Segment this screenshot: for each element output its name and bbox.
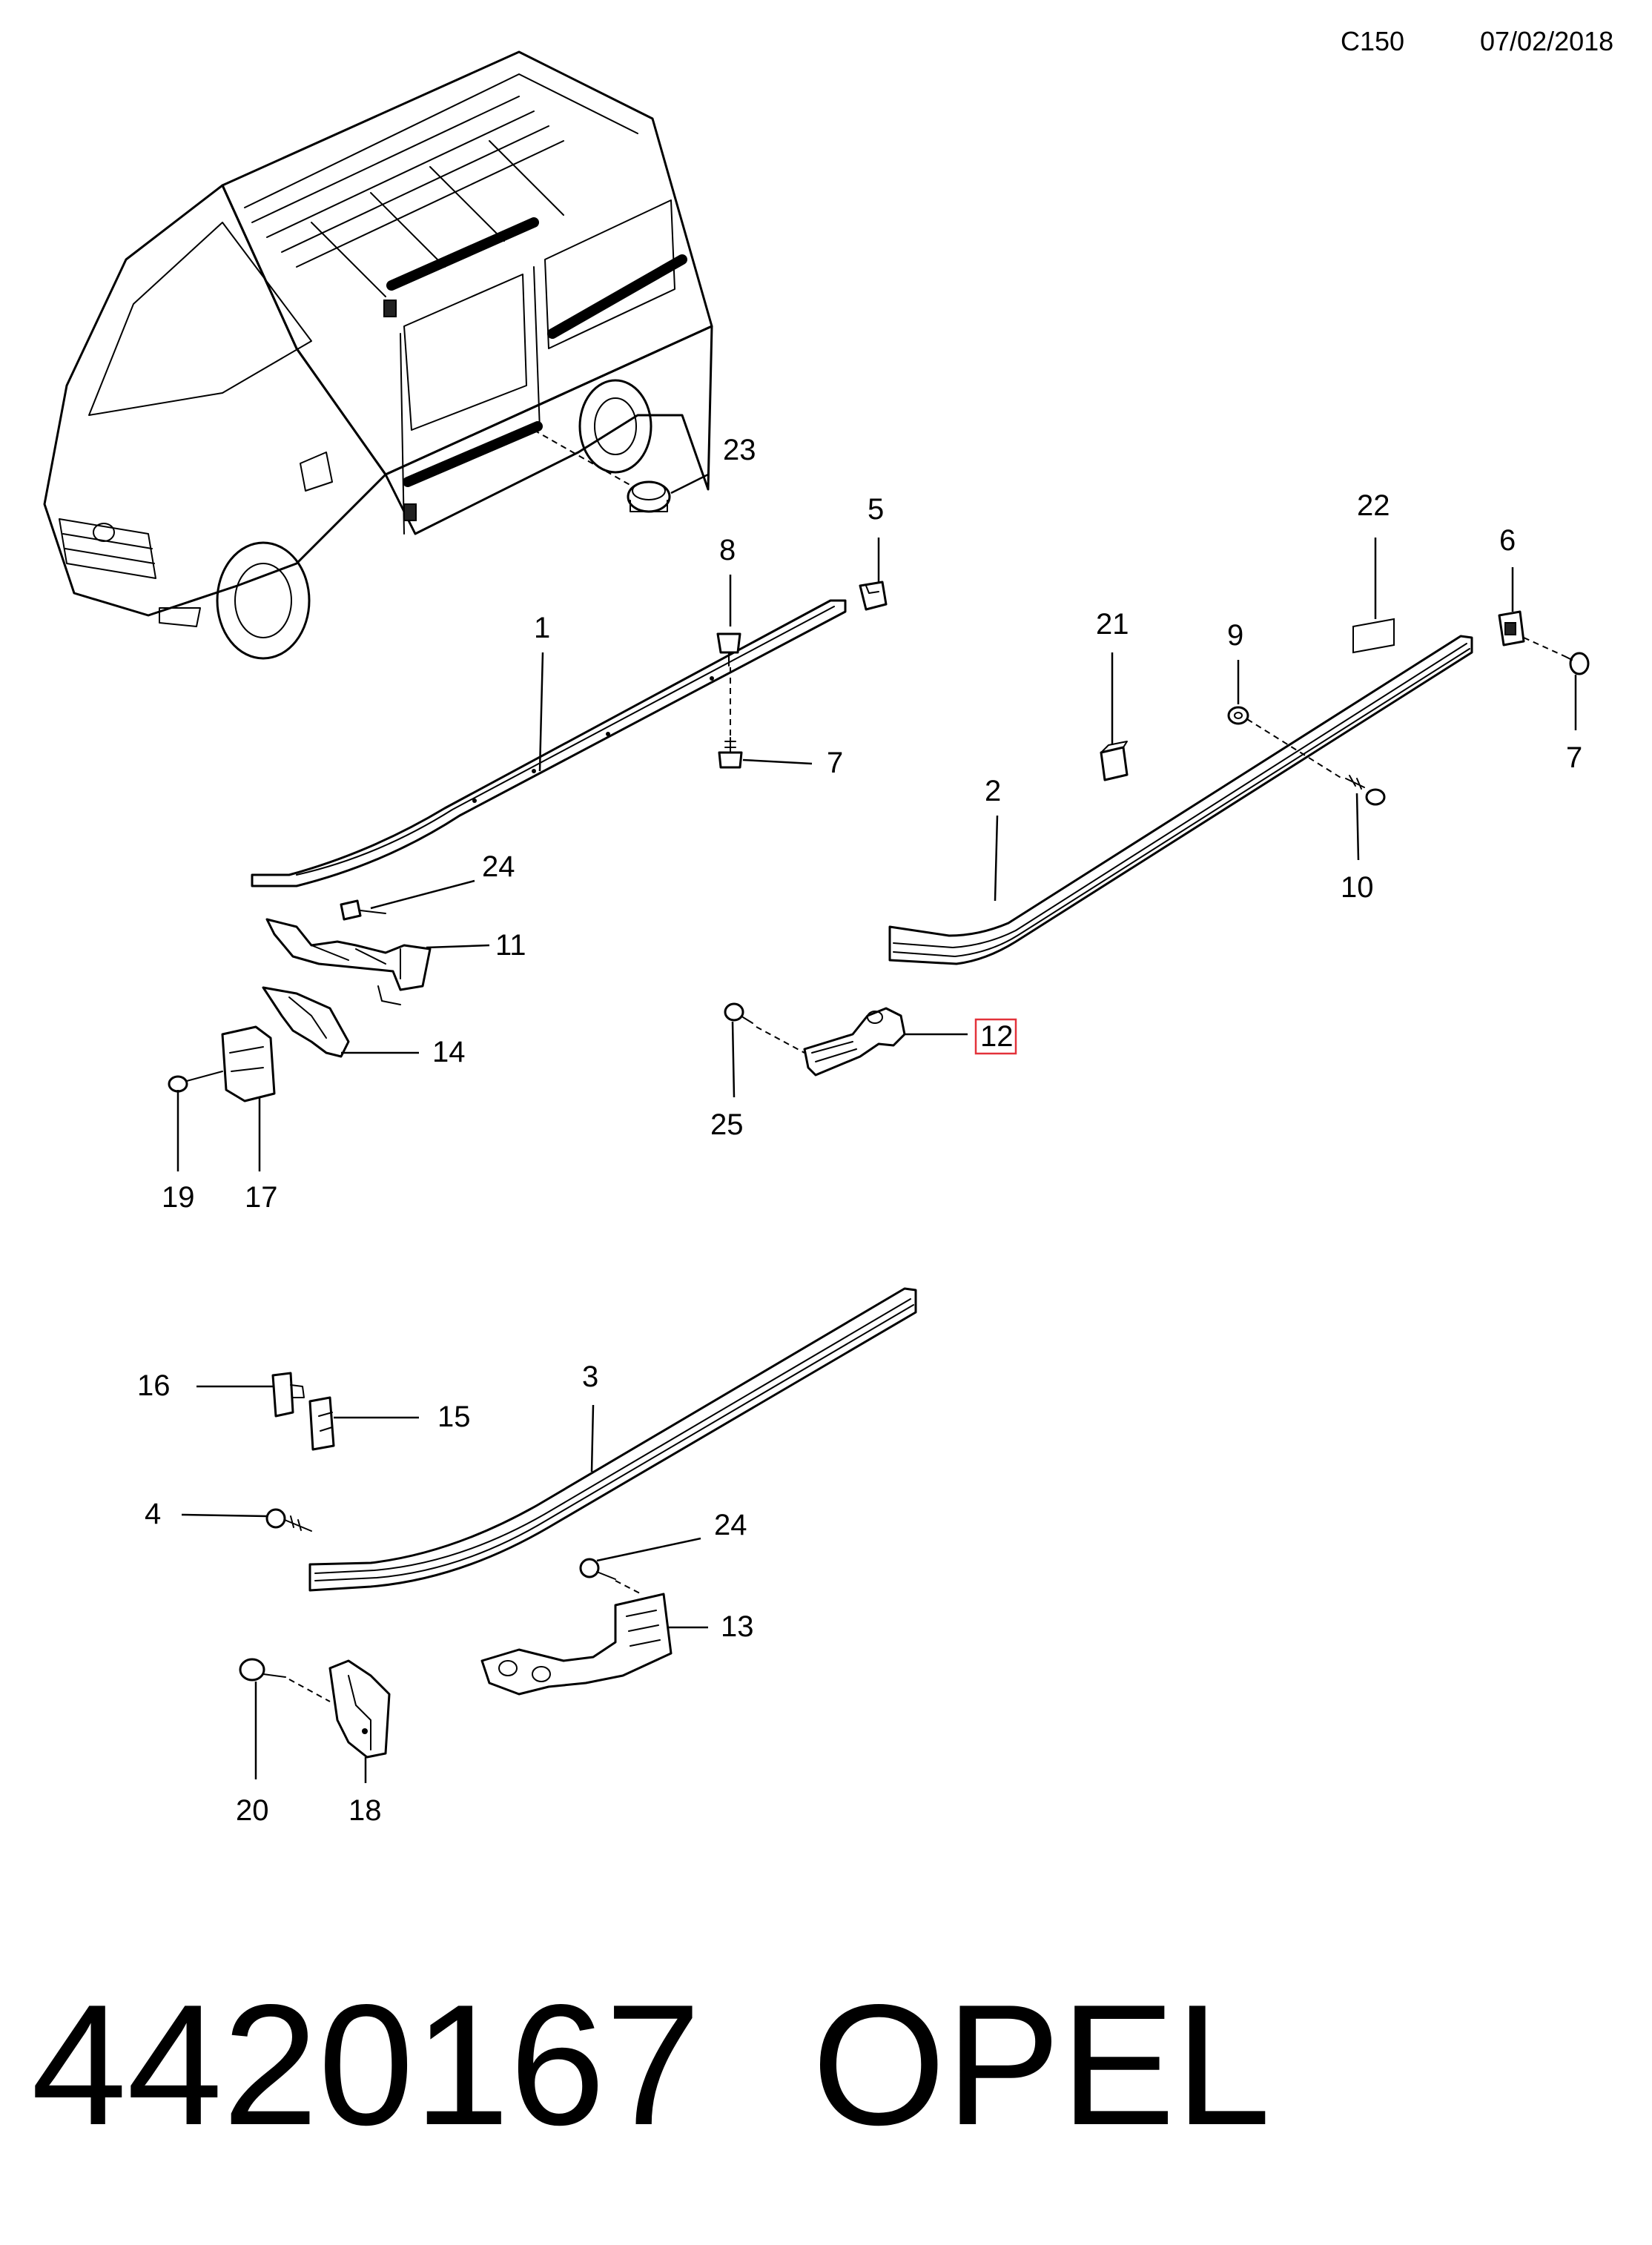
part-4-screw: 4 <box>145 1498 312 1532</box>
callout-24-lower: 24 <box>714 1509 747 1541</box>
callout-21: 21 <box>1096 608 1129 641</box>
part-7-screw-right: 7 <box>1564 652 1590 774</box>
part-17-bracket: 17 <box>221 1025 278 1214</box>
part-13-lower-hinge: 13 <box>480 1593 754 1696</box>
part-6-end-clip: 6 <box>1498 524 1565 657</box>
part-18-bracket: 18 <box>328 1659 391 1827</box>
part-9-washer: 9 <box>1227 619 1343 779</box>
callout-10: 10 <box>1341 871 1374 904</box>
part-5-clip: 5 <box>859 493 888 611</box>
van-illustration <box>43 50 713 660</box>
part-19-screw: 19 <box>162 1071 223 1214</box>
callout-4: 4 <box>145 1498 161 1530</box>
part-12-hinge: 12 <box>803 1007 1017 1077</box>
part-2-middle-rail: 2 <box>888 635 1473 965</box>
callout-8: 8 <box>719 534 736 566</box>
callout-5: 5 <box>868 493 884 526</box>
callout-11: 11 <box>495 929 526 962</box>
callout-2: 2 <box>985 775 1001 807</box>
callout-12-highlight-box <box>974 1018 1017 1055</box>
callout-19: 19 <box>162 1181 195 1214</box>
callout-16: 16 <box>137 1369 171 1402</box>
callout-24-upper: 24 <box>482 850 515 883</box>
callout-9: 9 <box>1227 619 1243 652</box>
callout-13: 13 <box>721 1610 754 1643</box>
callout-18: 18 <box>348 1794 382 1827</box>
callout-7-left: 7 <box>827 747 843 779</box>
part-25-bolt: 25 <box>710 1002 805 1141</box>
part-16-clip: 16 <box>137 1369 305 1418</box>
callout-15: 15 <box>437 1401 471 1433</box>
callout-6: 6 <box>1499 524 1516 557</box>
part-14-cover: 14 <box>262 986 466 1068</box>
diagram-code: C150 <box>1341 26 1404 56</box>
part-24-screw-lower: 24 <box>579 1509 747 1595</box>
callout-14: 14 <box>432 1036 466 1068</box>
part-11-hinge-bracket: 11 <box>265 918 526 1005</box>
part-number: 4420167 <box>31 1969 701 2161</box>
callout-25: 25 <box>710 1108 744 1141</box>
part-23-grommet: 23 <box>627 434 756 513</box>
callout-22: 22 <box>1357 489 1390 522</box>
part-1-upper-rail: 1 <box>251 599 847 887</box>
part-7-screw-left: 7 <box>718 737 843 779</box>
callout-17: 17 <box>245 1181 278 1214</box>
diagram-date: 07/02/2018 <box>1480 26 1613 56</box>
callout-12: 12 <box>980 1020 1014 1053</box>
part-15-bracket: 15 <box>308 1396 471 1451</box>
callout-7-right: 7 <box>1566 741 1582 774</box>
callout-23: 23 <box>723 434 756 466</box>
callout-3: 3 <box>582 1360 598 1393</box>
brand-name: OPEL <box>812 1969 1271 2161</box>
part-24-screw-upper: 24 <box>340 850 515 921</box>
part-10-screw: 10 <box>1341 775 1386 904</box>
part-21-block: 21 <box>1096 608 1129 781</box>
part-22-sticker: 22 <box>1352 489 1395 654</box>
part-20-bolt: 20 <box>236 1658 331 1827</box>
callout-20: 20 <box>236 1794 269 1827</box>
part-8-push-pin: 8 <box>716 534 741 749</box>
callout-1: 1 <box>534 612 550 644</box>
part-3-lower-rail: 3 <box>308 1287 917 1592</box>
